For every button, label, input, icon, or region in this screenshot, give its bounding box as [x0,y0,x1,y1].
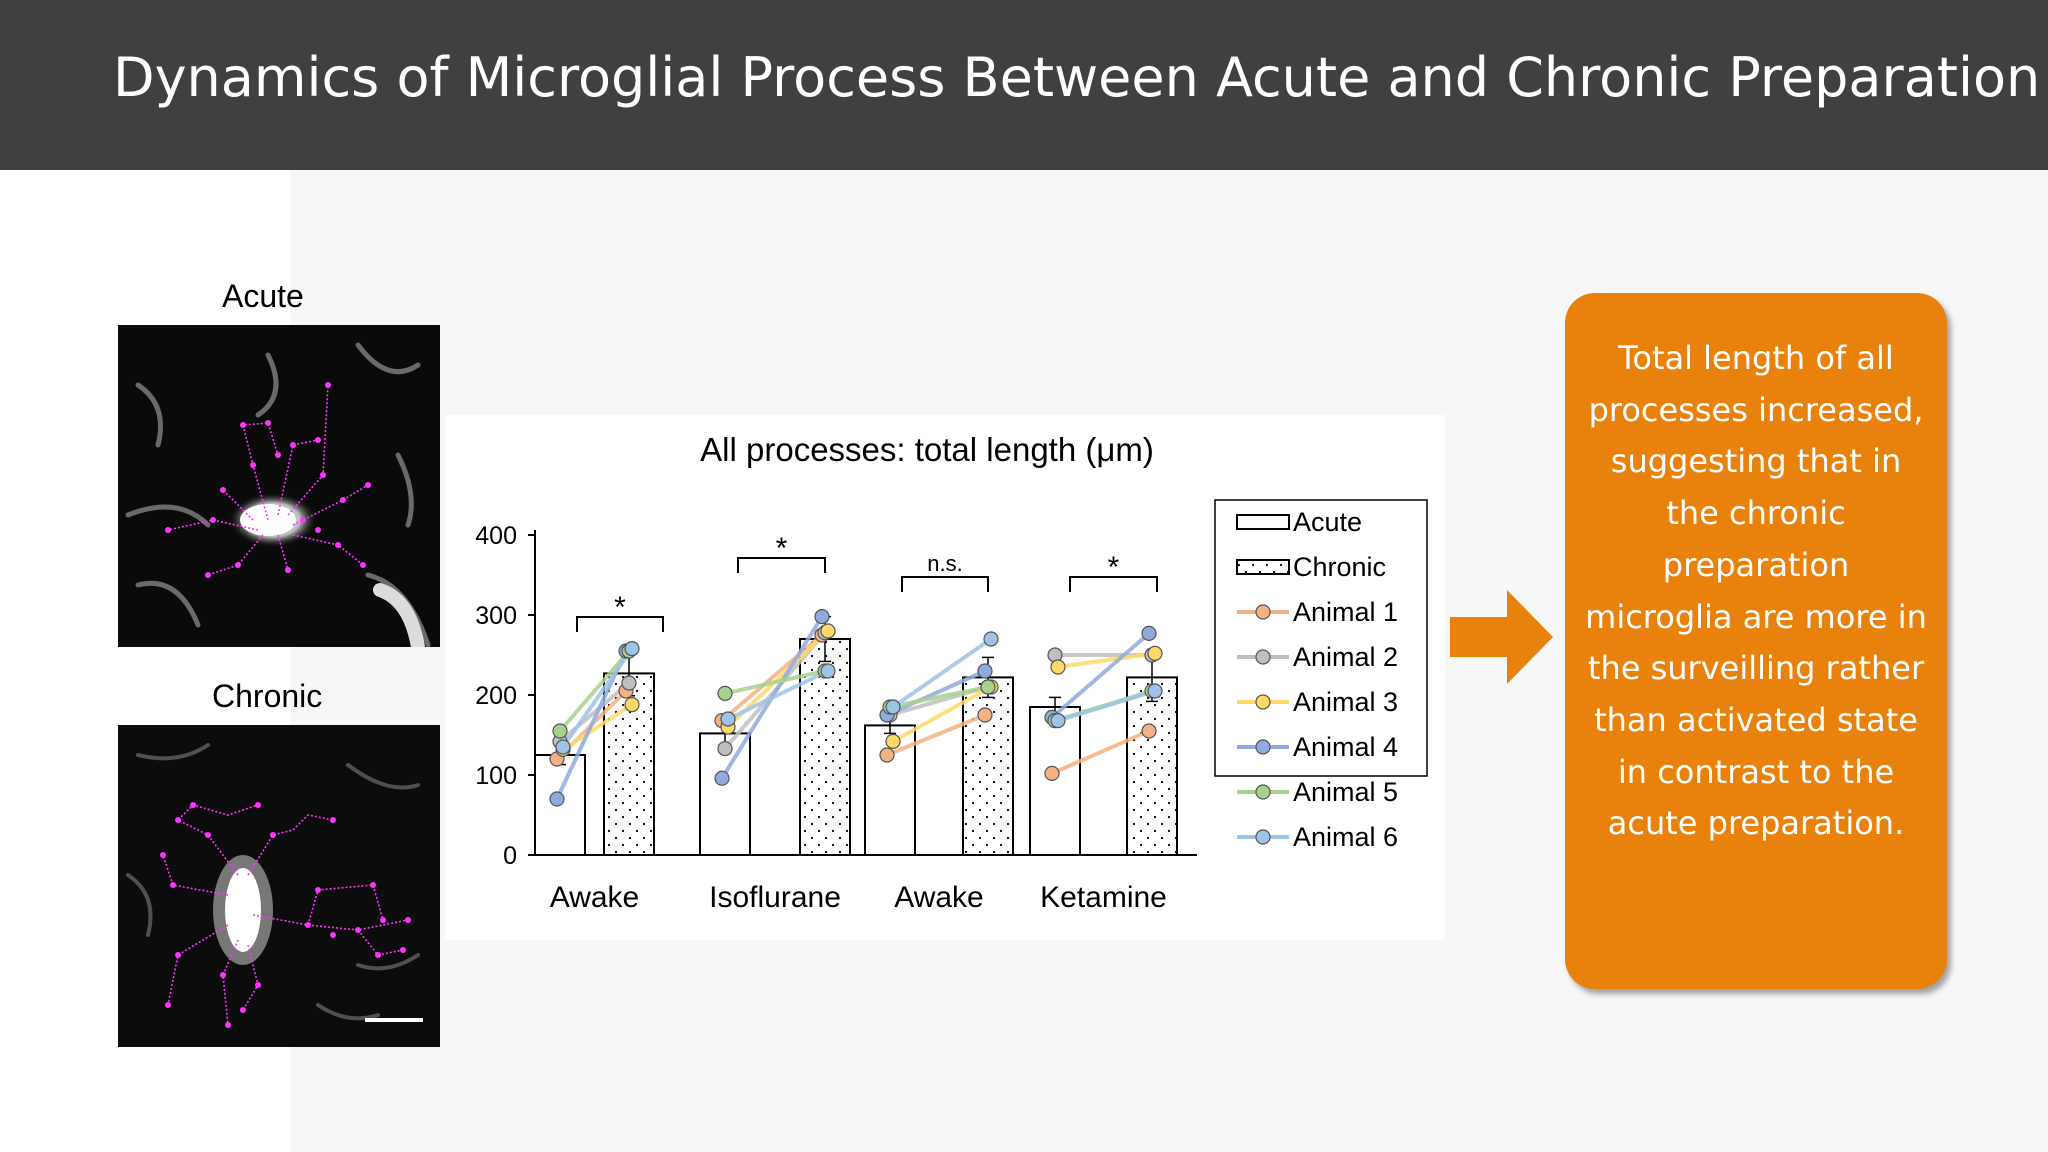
callout-text: Total length of all processes increased,… [1585,339,1927,843]
slide-title: Dynamics of Microglial Process Between A… [113,46,2041,109]
chart-svg: All processes: total length (μm) 0 100 200 3… [475,431,1428,914]
animal-point [552,723,568,739]
animal-point [549,791,565,807]
animal-point [1050,713,1066,729]
animal-line [1051,729,1150,776]
animal-line [1057,689,1156,723]
legend-box [1214,499,1428,777]
significance-bracket [576,616,664,632]
animal-point [717,741,733,757]
chronic-label: Chronic [212,678,323,714]
scale-bar [365,1018,423,1022]
animal-point [885,733,901,749]
animal-line [561,702,634,752]
x-tick-label: Awake [894,881,984,914]
animal-point [983,631,999,647]
animal-point [717,685,733,701]
y-tick-label: 400 [475,522,517,550]
animal-line [724,669,826,696]
legend-label: Animal 5 [1293,777,1398,807]
legend-label: Acute [1293,507,1362,537]
animal-point [720,711,736,727]
animal-point [977,663,993,679]
significance-label: * [776,532,788,565]
bar-chronic [1126,676,1178,856]
animal-line [892,685,992,744]
legend-label: Animal 3 [1293,687,1398,717]
animal-point [624,641,640,657]
animal-point [1147,683,1163,699]
animal-point [879,747,895,763]
animal-point [555,739,571,755]
legend-marker [1255,784,1271,800]
significance-bracket [737,557,826,573]
legend-marker [1255,604,1271,620]
animal-point [820,623,836,639]
y-tick-label: 0 [503,842,517,870]
acute-microglia-image [118,325,440,647]
bar-acute [1029,706,1081,856]
animal-line [1050,631,1151,719]
animal-point [814,609,830,625]
animal-line [720,633,824,723]
animal-point [621,675,637,691]
significance-bracket [901,576,989,592]
acute-microglia-graphic [118,325,440,647]
animal-line [1057,651,1156,669]
animal-point [820,663,836,679]
y-tick-label: 200 [475,682,517,710]
significance-label: n.s. [927,551,962,576]
legend-marker [1255,694,1271,710]
animal-line [561,647,634,749]
bar-chronic [962,676,1014,856]
x-tick-label: Awake [550,881,640,914]
y-tick-label: 100 [475,762,517,790]
legend-label: Animal 4 [1293,732,1398,762]
animal-point [624,697,640,713]
animal-point [977,707,993,723]
animal-point [1141,723,1157,739]
animal-point [1044,765,1060,781]
acute-label: Acute [222,278,304,314]
bar-chart: All processes: total length (μm) 0 100 200 3… [445,415,1445,940]
animal-point [980,679,996,695]
animal-line [886,669,986,717]
chronic-microglia-graphic [118,725,440,1047]
legend-swatch-chronic [1236,559,1290,575]
significance-bracket [1069,576,1158,592]
title-bar: Dynamics of Microglial Process Between A… [0,0,2048,170]
animal-point [714,770,730,786]
animal-point [1147,645,1163,661]
legend-label: Animal 1 [1293,597,1398,627]
animal-point [885,699,901,715]
legend-marker [1255,649,1271,665]
legend-label: Animal 2 [1293,642,1398,672]
animal-line [886,713,986,757]
x-tick-label: Isoflurane [709,881,841,914]
animal-line [727,669,829,721]
callout-box: Total length of all processes increased,… [1565,293,1947,989]
animal-line [558,649,631,733]
significance-label: * [1108,551,1120,584]
significance-label: * [614,591,626,624]
legend-marker [1255,739,1271,755]
animal-line [891,637,993,709]
right-arrow-icon [1450,590,1555,690]
chart-title: All processes: total length (μm) [700,431,1154,468]
legend-marker [1255,829,1271,845]
animal-line [889,685,989,709]
chronic-microglia-image [118,725,440,1047]
animal-point [1050,659,1066,675]
animal-point [1141,625,1157,641]
legend-label: Animal 6 [1293,822,1398,852]
legend-label: Chronic [1293,552,1386,582]
legend-swatch-acute [1236,514,1290,530]
y-tick-label: 300 [475,602,517,630]
x-tick-label: Ketamine [1040,881,1167,914]
